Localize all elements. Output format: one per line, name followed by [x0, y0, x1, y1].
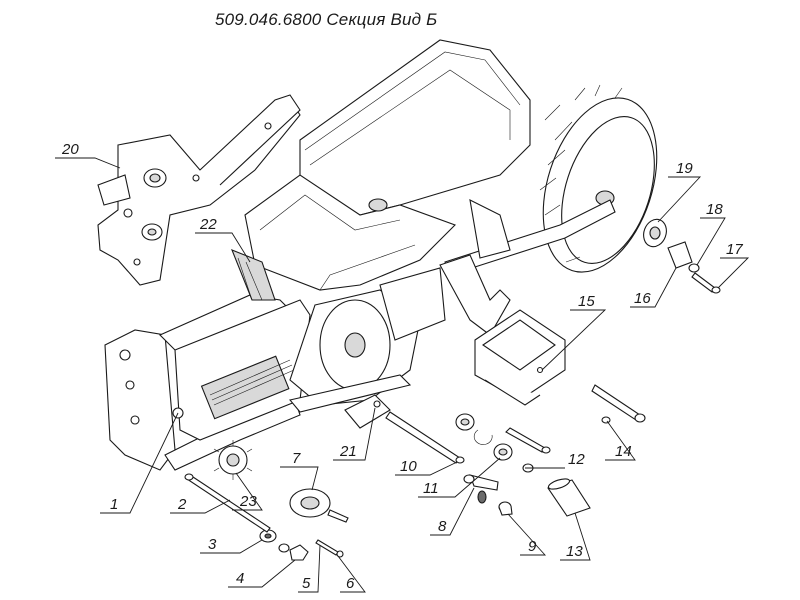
callout-21: 21 [339, 443, 357, 460]
callout-15: 15 [578, 293, 595, 310]
chain-guard [231, 249, 276, 301]
callout-7: 7 [292, 450, 301, 467]
nut-3 [259, 529, 277, 543]
leader-lines [55, 157, 750, 593]
main-frame [104, 294, 311, 471]
cover-7 [289, 488, 349, 523]
callout-19: 19 [676, 160, 693, 177]
callout-13: 13 [566, 543, 583, 560]
clip-16 [667, 241, 693, 269]
callout-10: 10 [400, 458, 417, 475]
seed-disc-housing [289, 267, 446, 413]
seed-hopper [244, 39, 531, 291]
callout-3: 3 [208, 536, 217, 553]
callout-11: 11 [423, 480, 439, 497]
callout-6: 6 [346, 575, 355, 592]
bolt-17 [691, 272, 721, 294]
callout-16: 16 [634, 290, 651, 307]
drawing-title: 509.046.6800 Секция Вид Б [215, 10, 438, 29]
nut-4 [289, 544, 309, 561]
bushing-9 [498, 501, 513, 516]
bolt-10 [385, 411, 465, 464]
disc-19 [643, 218, 667, 248]
washer-5 [278, 543, 290, 553]
callout-8: 8 [438, 518, 447, 535]
lever-8 [463, 474, 499, 504]
wheel-arm [439, 199, 616, 336]
callout-1: 1 [110, 496, 118, 513]
callout-9: 9 [528, 538, 537, 555]
callout-23: 23 [239, 493, 257, 510]
bearing-11 [455, 413, 513, 461]
bolt-rod [505, 427, 551, 454]
seed-tube-cover [474, 309, 566, 406]
callout-12: 12 [568, 451, 585, 468]
washer-18 [688, 263, 700, 273]
callout-2: 2 [177, 496, 187, 513]
screw-6 [315, 539, 344, 558]
callout-18: 18 [706, 201, 723, 218]
bracket-21 [344, 394, 391, 429]
callout-5: 5 [302, 575, 311, 592]
callout-22: 22 [199, 216, 217, 233]
shaft-13 [547, 478, 591, 517]
callout-17: 17 [726, 241, 743, 258]
press-wheel [539, 84, 658, 273]
bolt-14 [591, 384, 646, 424]
callout-20: 20 [61, 141, 79, 158]
callout-labels: 1 2 3 4 5 6 7 8 9 10 11 12 13 14 15 16 1… [61, 141, 743, 592]
callout-14: 14 [615, 443, 632, 460]
drive-sprocket [213, 440, 253, 480]
callout-4: 4 [236, 570, 244, 587]
mounting-bracket [97, 94, 301, 286]
